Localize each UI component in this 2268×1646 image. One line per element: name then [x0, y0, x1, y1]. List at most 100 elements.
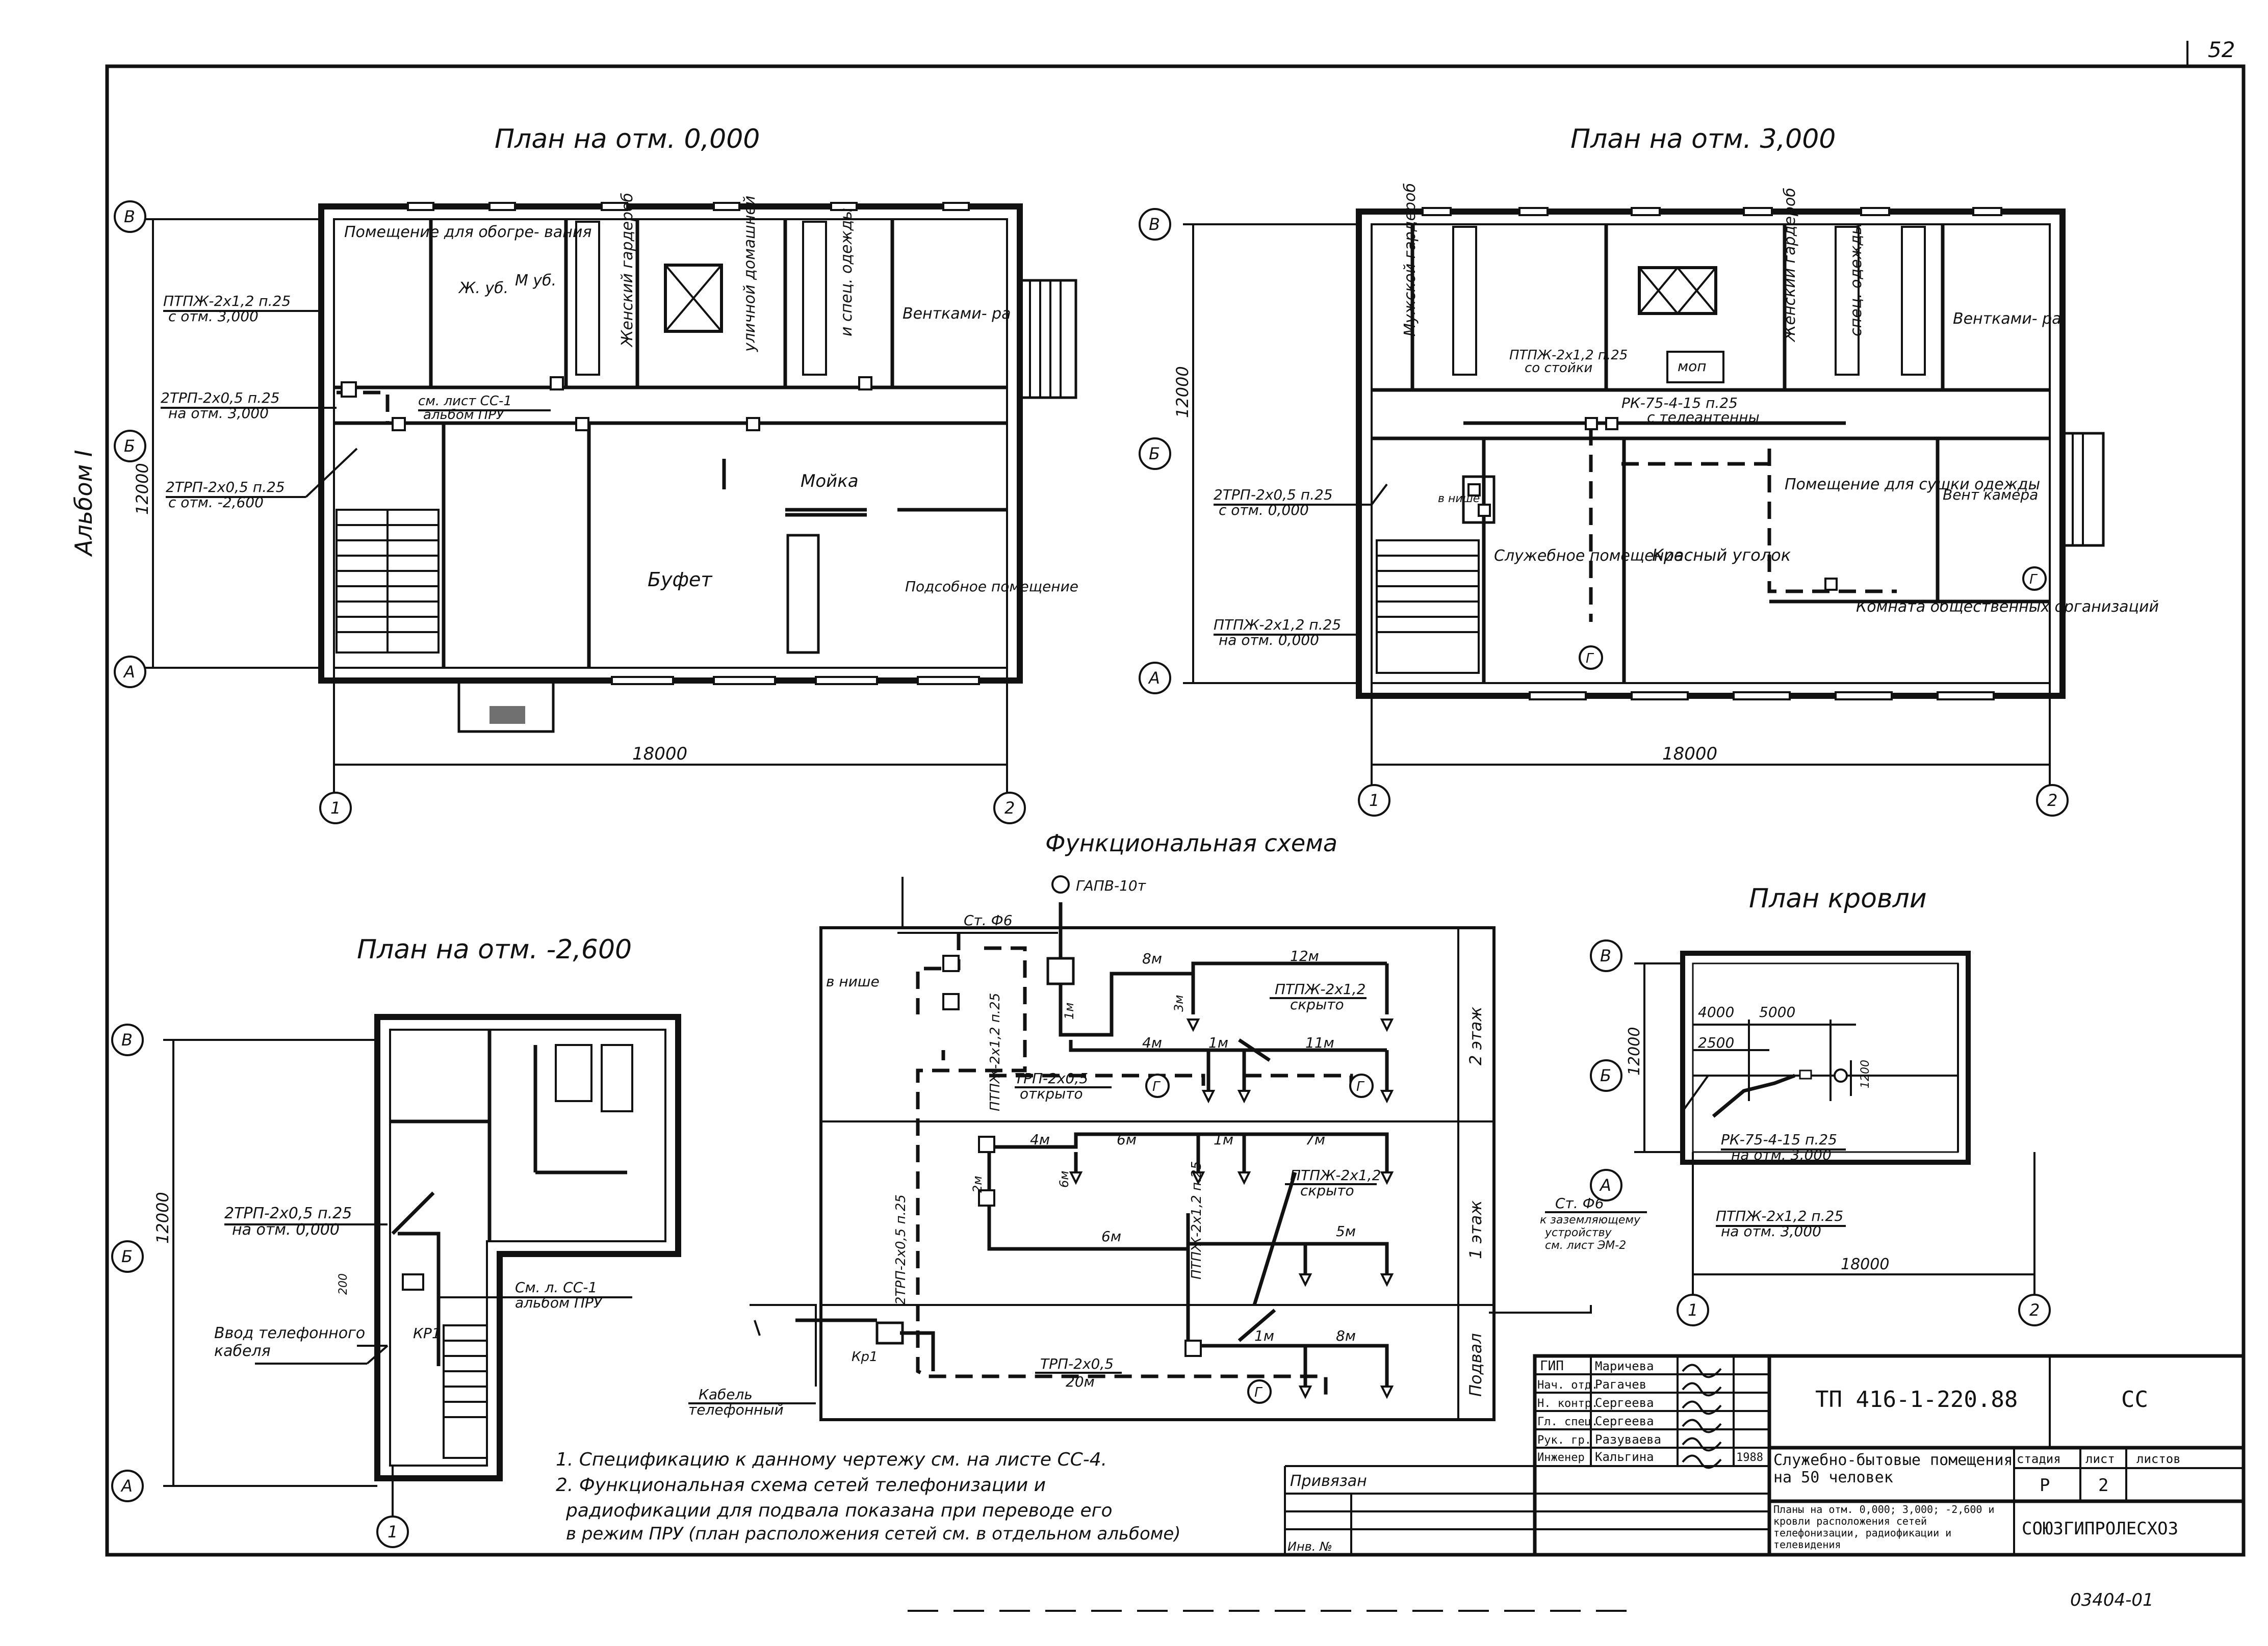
p0-room-6: и спец. одежды [838, 208, 856, 336]
p0-room-1: Помещение для обогре- вания [344, 223, 591, 241]
p0-room-9: Буфет [648, 568, 713, 591]
stamp-year: 1988 [1736, 1451, 1763, 1464]
stamp-role-6: Инженер [1537, 1451, 1585, 1464]
general-notes: 1. Спецификацию к данному чертежу см. на… [556, 1449, 1181, 1544]
pb-axis-a: А [120, 1476, 133, 1496]
p3-dim-width: 18000 [1662, 744, 1717, 764]
roof-axis-2: 2 [2029, 1300, 2040, 1320]
schema-g2: Г [1356, 1079, 1365, 1094]
roof-axis-a: А [1599, 1175, 1611, 1195]
schema-l32: Кр1 [852, 1349, 878, 1365]
schema-floor-1: 1 этаж [1466, 1200, 1485, 1259]
plan-roof: План кровли 4000 5000 2500 1200 РК-75-4-… [1489, 883, 2051, 1326]
p0-note-1: ПТПЖ-2х1,2 п.25 [163, 293, 291, 309]
schema-floor-b: Подвал [1466, 1333, 1485, 1397]
stamp-sheet-h: лист [2085, 1452, 2115, 1466]
p0-axis-2: 2 [1004, 798, 1015, 818]
p3-room-2: Женский гардероб [1781, 188, 1799, 343]
schema-l10: 4м [1142, 1034, 1162, 1051]
stamp-stage: Р [2040, 1475, 2050, 1496]
p3-note-5: 2ТРП-2х0,5 п.25 [1214, 486, 1333, 503]
roof-n4: 1200 [1859, 1060, 1872, 1088]
stamp-org: СОЮЗГИПРОЛЕСХОЗ [2022, 1519, 2178, 1539]
schema-g1: Г [1152, 1079, 1161, 1094]
schema-l18: 6м [1117, 1131, 1137, 1148]
stamp-role-2: Нач. отд. [1537, 1379, 1598, 1392]
roof-axis-1: 1 [1688, 1300, 1698, 1320]
stamp-name-3: Сергеева [1595, 1396, 1654, 1410]
schema-floor-2: 2 этаж [1466, 1007, 1485, 1065]
p0-room-4: Женский гардероб [618, 193, 636, 348]
plan-0000-title: План на отм. 0,000 [495, 124, 760, 154]
pb-note-8: 200 [337, 1273, 350, 1295]
p0-room-5: уличной домашней [741, 196, 759, 352]
schema-l33: Кабель [699, 1386, 753, 1403]
roof-axis-b: Б [1600, 1066, 1611, 1085]
schema-l17: 4м [1030, 1131, 1050, 1148]
pb-axis-1: 1 [388, 1522, 398, 1542]
roof-n3: 2500 [1698, 1034, 1734, 1051]
pb-axis-v: В [121, 1030, 133, 1050]
corner-number: 52 [2208, 37, 2235, 62]
p0-note-5: 2ТРП-2х0,5 п.25 [166, 479, 285, 495]
schema-l11: 1м [1208, 1034, 1228, 1051]
schema-l5: 12м [1290, 948, 1319, 964]
p0-axis-a: А [123, 662, 135, 682]
p3-dim-height: 12000 [1173, 366, 1192, 418]
stamp-code: ТП 416-1-220.88 [1815, 1387, 2018, 1413]
p3-axis-b: Б [1149, 444, 1160, 463]
schema-l22: 6м [1057, 1171, 1071, 1188]
pb-note-6: кабеля [214, 1342, 271, 1360]
roof-n2: 5000 [1759, 1004, 1795, 1021]
schema-l8: ПТПЖ-2х1,2 [1275, 981, 1365, 998]
p0-note-7: см. лист СС-1 [418, 394, 512, 409]
p3-axis-1: 1 [1369, 791, 1379, 810]
schema-l21: 2м [970, 1176, 985, 1193]
schema-l29: 20м [1066, 1373, 1095, 1390]
bottom-number: 03404-01 [2070, 1590, 2154, 1610]
p3-note-4: с телеантенны [1647, 409, 1760, 426]
note-1: 1. Спецификацию к данному чертежу см. на… [556, 1449, 1107, 1470]
roof-n12: см. лист ЭМ-2 [1545, 1239, 1626, 1252]
stamp-role-3: Н. контр. [1537, 1397, 1598, 1410]
p0-dim-width: 18000 [632, 744, 687, 764]
roof-title: План кровли [1749, 883, 1927, 914]
p0-note-3: 2ТРП-2х0,5 п.25 [161, 389, 280, 406]
schema-l27: ПТПЖ-2х1,2 п.25 [1189, 1161, 1204, 1279]
roof-dim-width: 18000 [1841, 1256, 1889, 1273]
schema-l30: 1м [1254, 1327, 1274, 1344]
p3-g1: Г [1586, 651, 1594, 666]
stamp-role-4: Гл. спец. [1537, 1416, 1598, 1428]
stamp-name-2: Рагачев [1595, 1377, 1646, 1392]
stamp-sheets-h: листов [2136, 1452, 2181, 1466]
stamp-sheet: 2 [2098, 1475, 2108, 1496]
p0-room-8: Мойка [801, 471, 859, 491]
roof-dim-height: 12000 [1626, 1027, 1643, 1076]
schema-l28: ТРП-2х0,5 [1040, 1355, 1114, 1372]
plan-basement-title: План на отм. -2,600 [357, 934, 632, 965]
schema-l19: 1м [1214, 1131, 1233, 1148]
p0-room-2: Ж. уб. [458, 279, 508, 297]
schema-l31: 8м [1336, 1327, 1356, 1344]
p3-note-3: РК-75-4-15 п.25 [1621, 395, 1738, 411]
stamp-role-5: Рук. гр. [1537, 1434, 1591, 1447]
pb-note-5: Ввод телефонного [214, 1324, 365, 1342]
roof-axis-v: В [1600, 946, 1611, 965]
stamp-name-6: Кальгина [1595, 1450, 1654, 1464]
stamp-privyazan: Привязан [1290, 1472, 1367, 1490]
p3-room-9: Служебное помещение [1494, 547, 1683, 565]
schema-g3: Г [1254, 1385, 1263, 1400]
p0-room-7: Вентками- ра [903, 305, 1011, 323]
roof-n1: 4000 [1698, 1004, 1734, 1021]
p3-room-5: Вентками- ра [1953, 310, 2061, 328]
plan-0000: План на отм. 0,000 [114, 124, 1078, 824]
p0-axis-1: 1 [330, 798, 341, 818]
p3-room-1: Мужской гардероб [1401, 183, 1419, 336]
p3-room-8: Вент камера [1943, 486, 2038, 503]
stamp-inv: Инв. № [1287, 1539, 1332, 1554]
schema-l7: 1м [1062, 1003, 1076, 1020]
schema-l25: 6м [1101, 1228, 1121, 1245]
stamp-name-5: Разуваева [1595, 1432, 1661, 1447]
schema-l15: ПТПЖ-2х1,2 п.25 [988, 993, 1003, 1111]
